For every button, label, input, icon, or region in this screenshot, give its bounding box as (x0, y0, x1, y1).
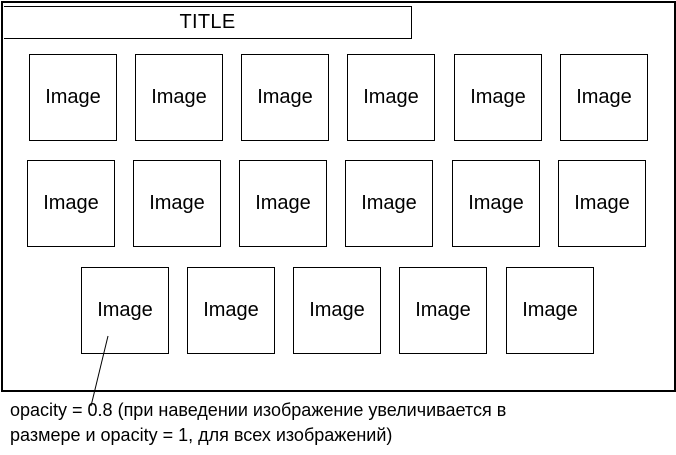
image-label: Image (361, 192, 417, 214)
image-placeholder[interactable]: Image (452, 160, 540, 247)
image-placeholder-highlighted[interactable]: Image (81, 267, 169, 354)
image-placeholder[interactable]: Image (506, 267, 594, 354)
image-placeholder[interactable]: Image (27, 160, 115, 247)
image-placeholder[interactable]: Image (345, 160, 433, 247)
note-line-1: opacity = 0.8 (при наведении изображение… (10, 400, 507, 420)
image-placeholder[interactable]: Image (293, 267, 381, 354)
annotation-note: opacity = 0.8 (при наведении изображение… (10, 398, 660, 448)
image-placeholder[interactable]: Image (399, 267, 487, 354)
image-label: Image (43, 192, 99, 214)
image-label: Image (470, 86, 526, 108)
image-label: Image (309, 299, 365, 321)
title-bar: TITLE (4, 6, 412, 39)
image-label: Image (149, 192, 205, 214)
image-label: Image (576, 86, 632, 108)
image-placeholder[interactable]: Image (454, 54, 542, 141)
image-label: Image (255, 192, 311, 214)
image-label: Image (468, 192, 524, 214)
image-label: Image (522, 299, 578, 321)
image-label: Image (363, 86, 419, 108)
image-label: Image (151, 86, 207, 108)
image-placeholder[interactable]: Image (239, 160, 327, 247)
gallery-frame: TITLE (1, 1, 676, 392)
image-label: Image (203, 299, 259, 321)
image-label: Image (574, 192, 630, 214)
image-label: Image (97, 299, 153, 321)
image-placeholder[interactable]: Image (558, 160, 646, 247)
image-label: Image (257, 86, 313, 108)
image-label: Image (415, 299, 471, 321)
image-placeholder[interactable]: Image (560, 54, 648, 141)
image-label: Image (45, 86, 101, 108)
title-label: TITLE (179, 11, 236, 33)
image-placeholder[interactable]: Image (29, 54, 117, 141)
image-placeholder[interactable]: Image (187, 267, 275, 354)
image-placeholder[interactable]: Image (241, 54, 329, 141)
image-placeholder[interactable]: Image (135, 54, 223, 141)
image-placeholder[interactable]: Image (133, 160, 221, 247)
image-placeholder[interactable]: Image (347, 54, 435, 141)
note-line-2: размере и opacity = 1, для всех изображе… (10, 425, 393, 445)
